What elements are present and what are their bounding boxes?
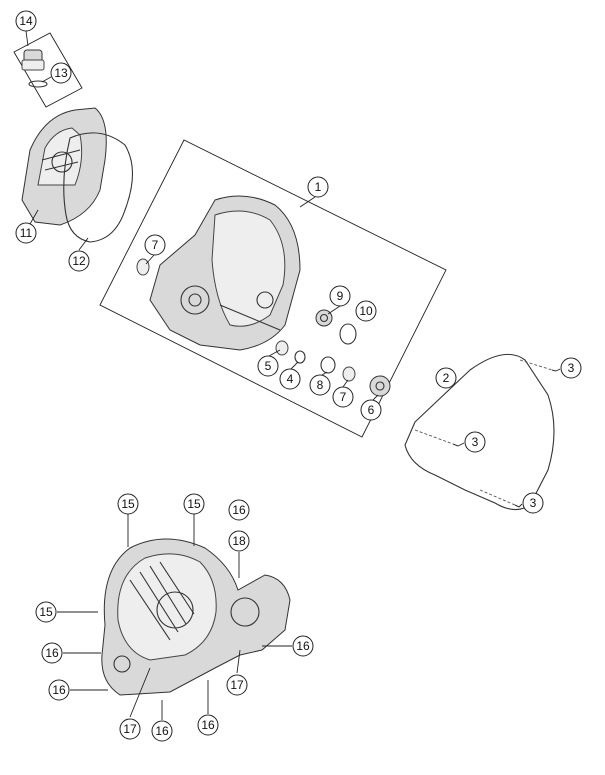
svg-text:8: 8 [317,378,324,392]
callout-2: 2 [435,367,457,389]
shaft-seal-upper [136,258,150,276]
callout-14: 14 [15,10,37,32]
shaft-seal-lower [342,366,356,382]
svg-text:18: 18 [232,534,246,548]
callout-3-top: 3 [560,357,582,379]
outer-cover-gasket [63,132,133,243]
callout-16-bottom: 16 [151,720,173,742]
svg-text:7: 7 [340,390,347,404]
svg-text:11: 11 [20,226,33,240]
svg-text:3: 3 [568,361,575,375]
svg-text:15: 15 [39,605,53,619]
callout-4: 4 [279,368,301,390]
svg-text:2: 2 [443,371,450,385]
svg-text:15: 15 [121,497,135,511]
svg-text:3: 3 [530,496,537,510]
bearing-lower [369,375,391,397]
callout-16-top: 16 [228,499,250,521]
callout-8: 8 [309,374,331,396]
callout-16-left: 16 [41,642,63,664]
cap-group-frame [13,32,83,108]
inner-cover-group-frame [99,139,447,438]
callout-16-left-bottom: 16 [48,679,70,701]
callout-3-middle: 3 [464,431,486,453]
svg-text:12: 12 [72,254,86,268]
callout-9: 9 [329,285,351,307]
svg-text:16: 16 [155,724,169,738]
callout-12: 12 [68,250,90,272]
o-ring-large [339,323,357,345]
callout-11: 11 [15,222,37,244]
circlip-small [294,350,306,364]
leader-lines [25,30,561,720]
callout-10: 10 [355,300,377,322]
svg-text:16: 16 [45,646,59,660]
assembled-clutch-cover [101,538,291,696]
callout-6: 6 [360,399,382,421]
shaft-seal [275,340,289,356]
callout-17-right: 17 [226,674,248,696]
outer-clutch-cover [21,107,107,226]
callout-15-left-top: 15 [117,493,139,515]
svg-text:1: 1 [315,180,322,194]
svg-text:15: 15 [187,497,201,511]
svg-text:4: 4 [287,372,294,386]
svg-text:6: 6 [368,403,375,417]
callout-7-lower: 7 [332,386,354,408]
svg-text:13: 13 [54,66,68,80]
svg-text:10: 10 [359,304,373,318]
clutch-cover-gasket [404,353,555,511]
callout-7-upper: 7 [144,234,166,256]
callout-16-bottom-right: 16 [197,714,219,736]
svg-text:16: 16 [201,718,215,732]
callout-1: 1 [307,176,329,198]
svg-text:3: 3 [472,435,479,449]
screws [414,359,557,508]
svg-text:17: 17 [123,722,137,736]
svg-text:5: 5 [265,359,272,373]
svg-text:9: 9 [337,289,344,303]
callout-13: 13 [50,62,72,84]
svg-text:16: 16 [232,503,246,517]
callout-5: 5 [257,355,279,377]
svg-text:17: 17 [230,678,244,692]
callout-15-left: 15 [35,601,57,623]
inner-clutch-cover [149,195,301,351]
callout-17-bottom: 17 [119,718,141,740]
svg-text:7: 7 [152,238,159,252]
callout-16-right: 16 [292,635,314,657]
callout-18: 18 [228,530,250,552]
o-ring [28,80,48,88]
callout-3-bottom: 3 [522,492,544,514]
filler-cap [21,49,45,71]
svg-text:14: 14 [19,14,33,28]
callout-15-right-top: 15 [183,493,205,515]
svg-text:16: 16 [52,683,66,697]
circlip-large [320,356,336,374]
svg-text:16: 16 [296,639,310,653]
